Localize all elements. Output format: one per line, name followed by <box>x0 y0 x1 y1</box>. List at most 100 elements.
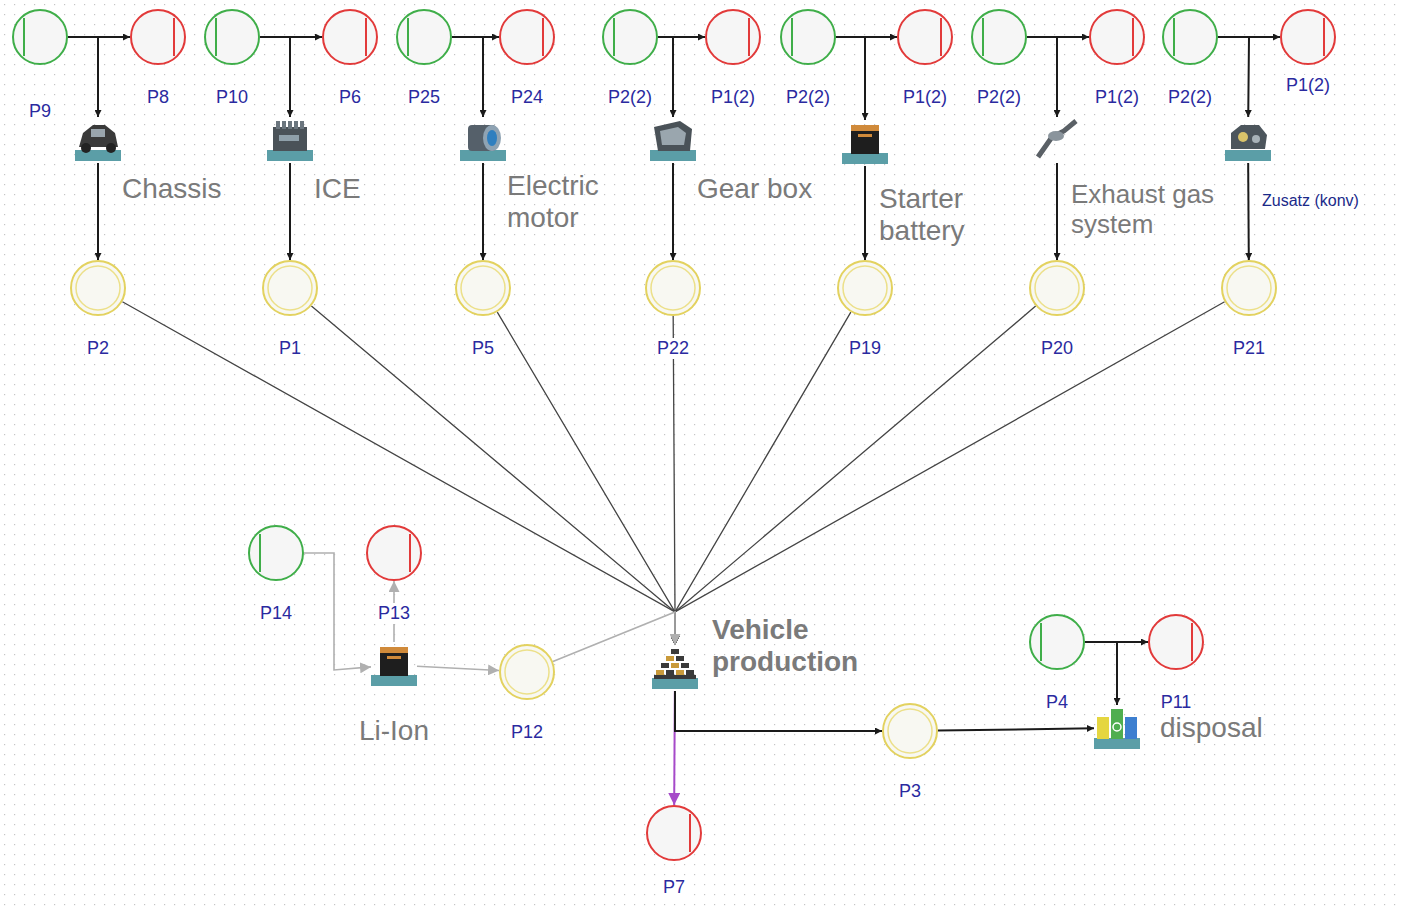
process-transition: ICE <box>267 117 313 163</box>
place-outline <box>500 10 554 64</box>
place-outline <box>249 526 303 580</box>
flow-arrow <box>68 37 98 117</box>
engine-fin <box>282 121 286 129</box>
battery-body <box>380 650 408 676</box>
place-circle: P8 <box>129 8 187 66</box>
circle-shape <box>1028 613 1086 671</box>
place-inner <box>1035 266 1079 310</box>
flow-arrow <box>864 166 866 260</box>
place-outline <box>972 10 1026 64</box>
flow-arrow <box>836 37 865 120</box>
place-mark <box>1132 18 1134 56</box>
circle-shape <box>11 8 69 66</box>
flow-arrow <box>311 306 675 645</box>
flow-arrow <box>675 691 882 731</box>
gear-icon <box>650 121 696 161</box>
place-outline <box>1222 261 1276 315</box>
addon-body <box>1231 125 1267 149</box>
place-label: P1(2) <box>1093 87 1141 108</box>
place-label: P2 <box>85 338 111 359</box>
disp-icon <box>1094 709 1140 749</box>
place-label: P1 <box>277 338 303 359</box>
circle-shape <box>365 524 423 582</box>
place-mark <box>215 18 217 56</box>
place-inner <box>76 266 120 310</box>
place-outline <box>647 806 701 860</box>
place-label: P6 <box>337 87 363 108</box>
place-mark <box>409 534 411 572</box>
place-outline <box>646 261 700 315</box>
circle-shape <box>321 8 379 66</box>
flow-arrow <box>553 612 675 661</box>
place-inner <box>461 266 505 310</box>
edge-group <box>68 37 1280 805</box>
battery-top <box>851 125 879 131</box>
icon-shape <box>1034 117 1080 163</box>
circle-shape <box>1088 8 1146 66</box>
bin <box>1125 717 1137 739</box>
place-outline <box>500 645 554 699</box>
place-mark <box>748 18 750 56</box>
place-circle: P2(2) <box>601 8 659 66</box>
icon-base <box>1094 738 1140 749</box>
place-label: P24 <box>509 87 545 108</box>
circle-shape <box>1161 8 1219 66</box>
process-transition: Starter battery <box>842 120 888 166</box>
icon-shape <box>1225 117 1271 163</box>
place-outline <box>603 10 657 64</box>
place-outline <box>781 10 835 64</box>
place-circle: P10 <box>203 8 261 66</box>
place-mark <box>365 18 367 56</box>
engine-fin <box>294 121 298 129</box>
liion-icon <box>371 647 417 686</box>
bin <box>1097 717 1109 739</box>
flow-arrow <box>304 553 371 670</box>
place-outline <box>13 10 67 64</box>
place-circle: P1(2) <box>896 8 954 66</box>
flow-arrow <box>97 163 99 260</box>
batt-icon <box>842 125 888 164</box>
circle-shape <box>970 8 1028 66</box>
place-circle: P1(2) <box>1279 8 1337 66</box>
circle-shape <box>1279 8 1337 66</box>
place-outline <box>1090 10 1144 64</box>
place-label: P19 <box>847 338 883 359</box>
circle-shape <box>454 259 512 317</box>
circle-shape <box>645 804 703 862</box>
place-outline <box>1281 10 1335 64</box>
place-circle: P24 <box>498 8 556 66</box>
flow-arrow <box>1218 37 1249 117</box>
place-label: P11 <box>1159 692 1194 713</box>
production-floor <box>654 675 696 679</box>
place-label: P25 <box>406 87 442 108</box>
process-label: Electric motor <box>507 170 632 234</box>
engine-block <box>273 127 307 151</box>
flow-arrow <box>672 163 674 260</box>
place-inner <box>843 266 887 310</box>
flow-arrow <box>675 306 1036 645</box>
place-circle: P5 <box>454 259 512 317</box>
production-block <box>661 663 669 668</box>
place-label: P14 <box>258 603 294 624</box>
flow-arrow <box>122 302 675 645</box>
place-outline <box>1163 10 1217 64</box>
process-label: Li-Ion <box>357 715 431 747</box>
process-transition: Li-Ion <box>371 642 417 688</box>
circle-shape <box>498 8 556 66</box>
process-transition: Electric motor <box>460 117 506 163</box>
circle-shape <box>129 8 187 66</box>
battery-body <box>851 128 879 154</box>
process-label: Zusatz (konv) <box>1262 192 1402 210</box>
place-circle: P20 <box>1028 259 1086 317</box>
circle-shape <box>498 643 556 701</box>
motor-ring <box>487 130 497 146</box>
place-circle: P2 <box>69 259 127 317</box>
circle-shape <box>203 8 261 66</box>
place-outline <box>1030 261 1084 315</box>
flow-arrow <box>1085 642 1117 705</box>
flow-arrow <box>452 37 483 117</box>
flow-arrow <box>289 163 291 260</box>
circle-shape <box>1220 259 1278 317</box>
place-label: P2(2) <box>975 87 1023 108</box>
